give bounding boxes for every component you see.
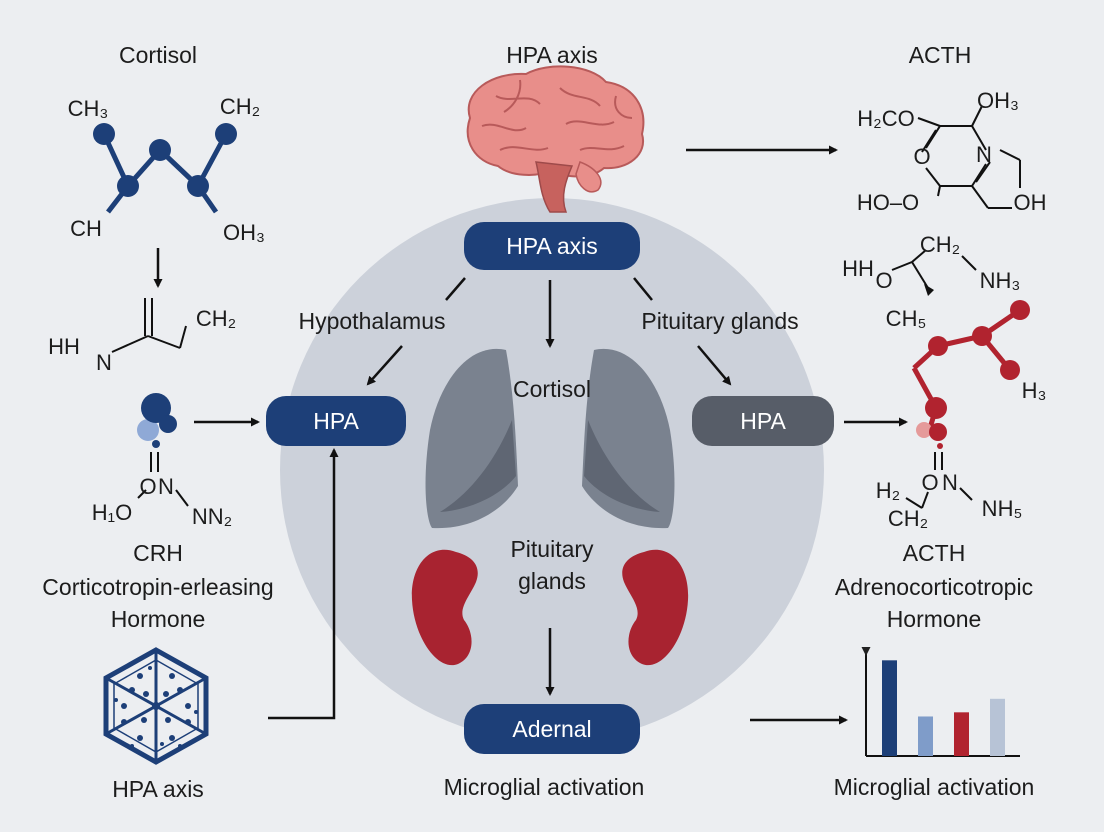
crh-molecule-o-label: O — [139, 474, 157, 499]
imine-n-label: N — [96, 350, 112, 375]
crh-molecule-h1o-label: H₁O — [91, 500, 133, 525]
central-circle — [280, 198, 824, 742]
crh-full-name-line1: Corticotropin-erleasing — [42, 574, 274, 600]
pituitary-center-line1: Pituitary — [510, 536, 594, 562]
right-nh3-label: NH₃ — [979, 268, 1021, 293]
cortisol-ch-label: CH — [70, 216, 102, 241]
hpa-axis-title: HPA axis — [506, 42, 598, 68]
acth-oh-label: OH — [1013, 190, 1047, 215]
chart-bar-1 — [882, 660, 897, 756]
right-low-nh5-label: NH₅ — [981, 496, 1023, 521]
wedge-bond — [924, 284, 934, 296]
hpa-right-pill: HPA — [692, 396, 834, 446]
acth-n-label: N — [976, 142, 992, 167]
hexagonal-crystal-icon — [103, 647, 209, 765]
crh-molecule-nn2-label: NN₂ — [191, 504, 233, 529]
acth-red-atoms — [916, 300, 1030, 449]
imine-ch2-label: CH₂ — [195, 306, 237, 331]
adrenal-pill: Adernal — [464, 704, 640, 754]
crh-full-name-line2: Hormone — [110, 606, 206, 632]
acth-title: ACTH — [908, 42, 972, 68]
cortisol-ch3-label: CH₃ — [67, 96, 109, 121]
center-bottom-label: Microglial activation — [443, 774, 645, 800]
acth-full-name-line1: Adrenocorticotropic — [834, 574, 1034, 600]
right-bottom-label: Microglial activation — [833, 774, 1035, 800]
right-o-label: O — [875, 268, 893, 293]
right-ch2-label: CH₂ — [919, 232, 961, 257]
pituitary-center-line2: glands — [518, 568, 586, 594]
acth-oh3-label: OH₃ — [977, 88, 1019, 113]
crh-abbreviation: CRH — [133, 540, 183, 566]
right-ch5-label: CH₅ — [885, 306, 927, 331]
acth-h2co-label: H₂CO — [857, 106, 915, 131]
acth-low-bonds — [905, 452, 973, 509]
crh-molecule — [137, 393, 189, 507]
acth-full-name-line2: Hormone — [886, 606, 982, 632]
acth-abbreviation: ACTH — [902, 540, 966, 566]
right-h3-label: H₃ — [1021, 378, 1047, 403]
lungs-icon — [425, 348, 675, 529]
chart-bar-2 — [918, 716, 933, 756]
arrow-hexagon-to-hpa — [268, 448, 339, 720]
cortisol-title: Cortisol — [119, 42, 197, 68]
imine-molecule-bonds — [111, 298, 187, 353]
right-hh-label: HH — [842, 256, 874, 281]
bar-chart — [861, 647, 1020, 757]
chart-bar-3 — [954, 712, 969, 756]
left-bottom-label: HPA axis — [112, 776, 204, 802]
cortisol-oh3-label: OH₃ — [223, 220, 265, 245]
arrow-hypothalamus-to-hpa — [366, 345, 403, 386]
hpa-left-pill: HPA — [266, 396, 406, 446]
arrow-hub-to-pituitary — [633, 277, 653, 301]
chart-bar-4 — [990, 698, 1005, 756]
right-low-n-label: N — [942, 470, 958, 495]
pituitary-glands-label: Pituitary glands — [641, 308, 799, 334]
crh-molecule-n-label: N — [158, 474, 174, 499]
arrow-pituitary-to-hpa — [697, 345, 732, 386]
cortisol-ch2-label: CH₂ — [219, 94, 261, 119]
right-low-ch2-label: CH₂ — [887, 506, 929, 531]
brain-icon — [466, 65, 645, 213]
arrow-hub-to-hypothalamus — [445, 277, 466, 301]
acth-hoo-label: HO–O — [856, 190, 920, 215]
right-low-h2-label: H₂ — [875, 478, 901, 503]
cortisol-molecule-atoms — [93, 123, 237, 197]
kidney-icon — [411, 549, 689, 666]
right-small-molecule — [891, 249, 977, 289]
acth-o-label: O — [913, 144, 931, 169]
acth-ring-molecule — [917, 105, 1021, 209]
right-low-o-label: O — [921, 470, 939, 495]
hypothalamus-label: Hypothalamus — [298, 308, 446, 334]
imine-hh-label: HH — [48, 334, 80, 359]
cortisol-center-label: Cortisol — [513, 376, 591, 402]
hpa-axis-hub-pill: HPA axis — [464, 222, 640, 270]
